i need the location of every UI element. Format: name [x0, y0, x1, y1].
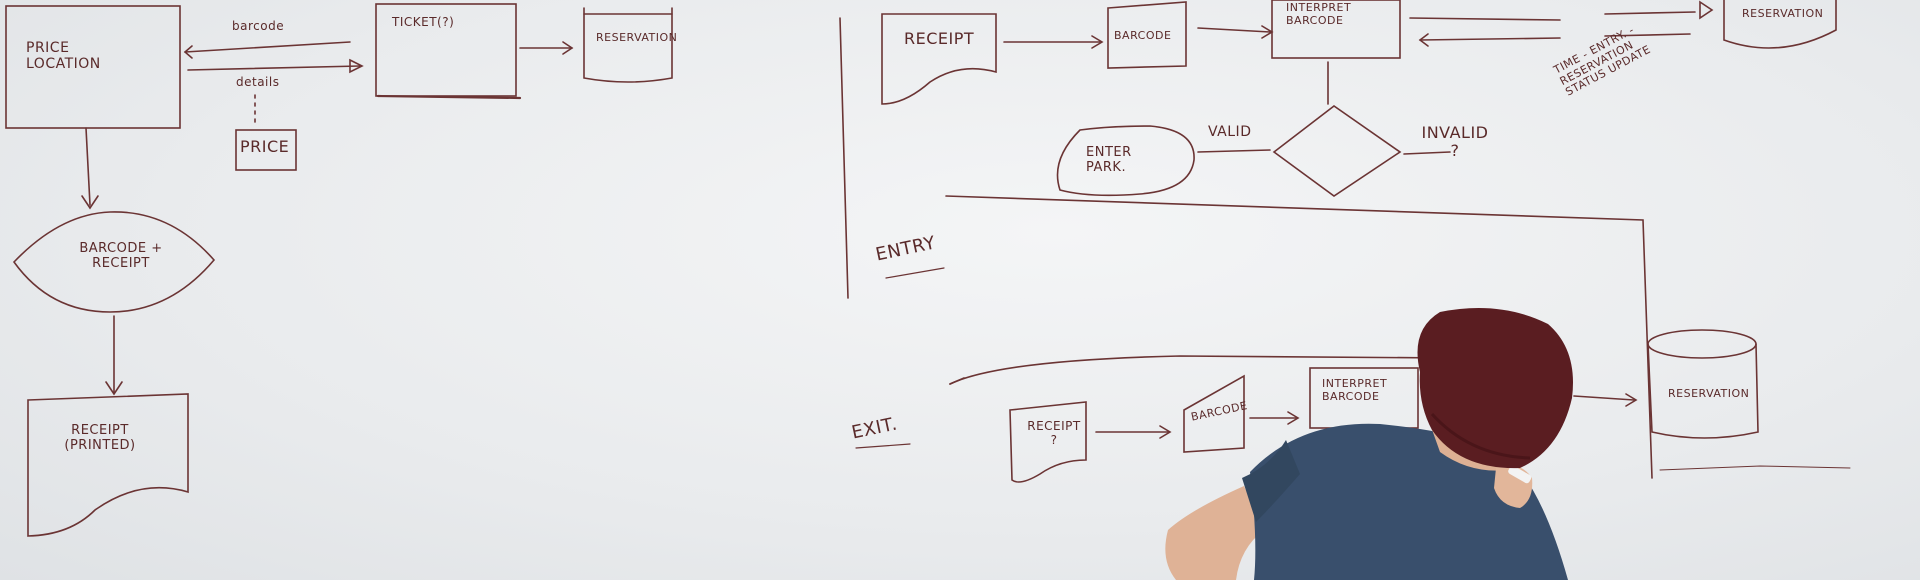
entry-reservation-label: RESERVATION: [1742, 7, 1824, 20]
barcode-label: barcode: [232, 19, 285, 33]
valid-label: VALID: [1208, 124, 1252, 140]
barcode-receipt-label: BARCODE + RECEIPT: [79, 241, 163, 271]
invalid-label: INVALID ?: [1421, 123, 1489, 161]
receipt-document: [27, 393, 189, 537]
price-label: PRICE: [240, 137, 290, 156]
entry-interpret-label: INTERPRET BARCODE: [1286, 1, 1352, 27]
entry-reservation-cylinder: [1723, 0, 1837, 49]
exit-reservation-label: RESERVATION: [1668, 387, 1750, 400]
exit-receipt-document: [1009, 401, 1087, 483]
exit-loop-arrow: [949, 355, 1451, 385]
entry-barcode-box: [1107, 1, 1187, 69]
barcode-receipt-hexagon: [12, 211, 216, 313]
price-location-box: [5, 5, 181, 129]
price-box: [235, 129, 297, 171]
price-location-label: PRICE LOCATION: [26, 40, 101, 73]
exit-reservation-cylinder-top: [1647, 329, 1757, 359]
exit-receipt-label: RECEIPT ?: [1027, 419, 1081, 447]
valid-decision-diamond: [1272, 105, 1402, 197]
entry-barcode-label: BARCODE: [1114, 29, 1172, 42]
entry-interpret-box: [1271, 0, 1401, 59]
receipt-printed-label: RECEIPT (PRINTED): [64, 423, 136, 453]
ticket-label: TICKET(?): [392, 15, 455, 29]
details-label: details: [236, 75, 280, 89]
enter-park-label: ENTER PARK.: [1086, 145, 1132, 175]
exit-interpret-label: INTERPRET BARCODE: [1322, 377, 1388, 403]
enter-park-terminator: [1056, 125, 1195, 197]
entry-receipt-document: [881, 13, 997, 105]
reservation-label-top: RESERVATION: [596, 31, 678, 44]
reservation-cylinder-top: [583, 7, 673, 83]
entry-receipt-label: RECEIPT: [904, 29, 975, 48]
